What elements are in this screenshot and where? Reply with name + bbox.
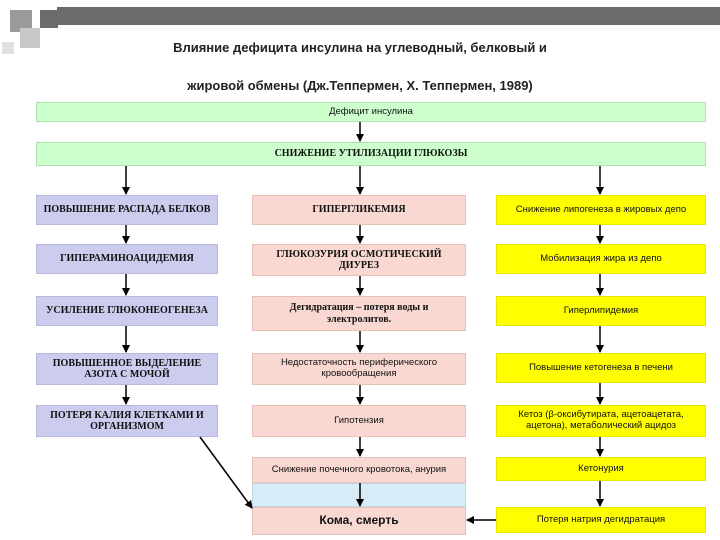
middle-box-dehydration: Дегидратация – потеря воды и электролито… xyxy=(252,296,466,331)
deco-square xyxy=(20,28,40,48)
right-box-fat-mobilization: Мобилизация жира из депо xyxy=(496,244,706,274)
right-box-ketonuria: Кетонурия xyxy=(496,457,706,481)
middle-box-circulation: Недостаточность периферического кровообр… xyxy=(252,353,466,385)
slide-title-line2: жировой обмены (Дж.Теппермен, Х. Тепперм… xyxy=(187,78,533,93)
left-box-protein-breakdown: ПОВЫШЕНИЕ РАСПАДА БЕЛКОВ xyxy=(36,195,218,225)
slide-title-line1: Влияние дефицита инсулина на углеводный,… xyxy=(173,40,547,55)
right-box-lipogenesis: Снижение липогенеза в жировых депо xyxy=(496,195,706,225)
middle-box-glucosuria: ГЛЮКОЗУРИЯ ОСМОТИЧЕСКИЙ ДИУРЕЗ xyxy=(252,244,466,276)
right-box-ketosis: Кетоз (β-оксибутирата, ацетоацетата, аце… xyxy=(496,405,706,437)
arrow-left-to-coma xyxy=(199,436,253,509)
insulin-deficit-box: Дефицит инсулина xyxy=(36,102,706,122)
header-bar xyxy=(57,7,720,25)
middle-box-hyperglycemia: ГИПЕРГЛИКЕМИЯ xyxy=(252,195,466,225)
right-box-sodium-loss: Потеря натрия дегидратация xyxy=(496,507,706,533)
left-box-hyperaminoacidemia: ГИПЕРАМИНОАЦИДЕМИЯ xyxy=(36,244,218,274)
deco-square xyxy=(10,10,32,32)
middle-box-renal-flow: Снижение почечного кровотока, анурия xyxy=(252,457,466,483)
left-box-gluconeogenesis: УСИЛЕНИЕ ГЛЮКОНЕОГЕНЕЗА xyxy=(36,296,218,326)
right-box-ketogenesis: Повышение кетогенеза в печени xyxy=(496,353,706,383)
left-box-potassium-loss: ПОТЕРЯ КАЛИЯ КЛЕТКАМИ И ОРГАНИЗМОМ xyxy=(36,405,218,437)
middle-box-hypotension: Гипотензия xyxy=(252,405,466,437)
right-box-hyperlipidemia: Гиперлипидемия xyxy=(496,296,706,326)
outcome-box-coma: Кома, смерть xyxy=(252,507,466,535)
deco-square xyxy=(40,10,58,28)
deco-square xyxy=(2,42,14,54)
left-box-nitrogen-excretion: ПОВЫШЕННОЕ ВЫДЕЛЕНИЕ АЗОТА С МОЧОЙ xyxy=(36,353,218,385)
glucose-utilization-box: СНИЖЕНИЕ УТИЛИЗАЦИИ ГЛЮКОЗЫ xyxy=(36,142,706,166)
